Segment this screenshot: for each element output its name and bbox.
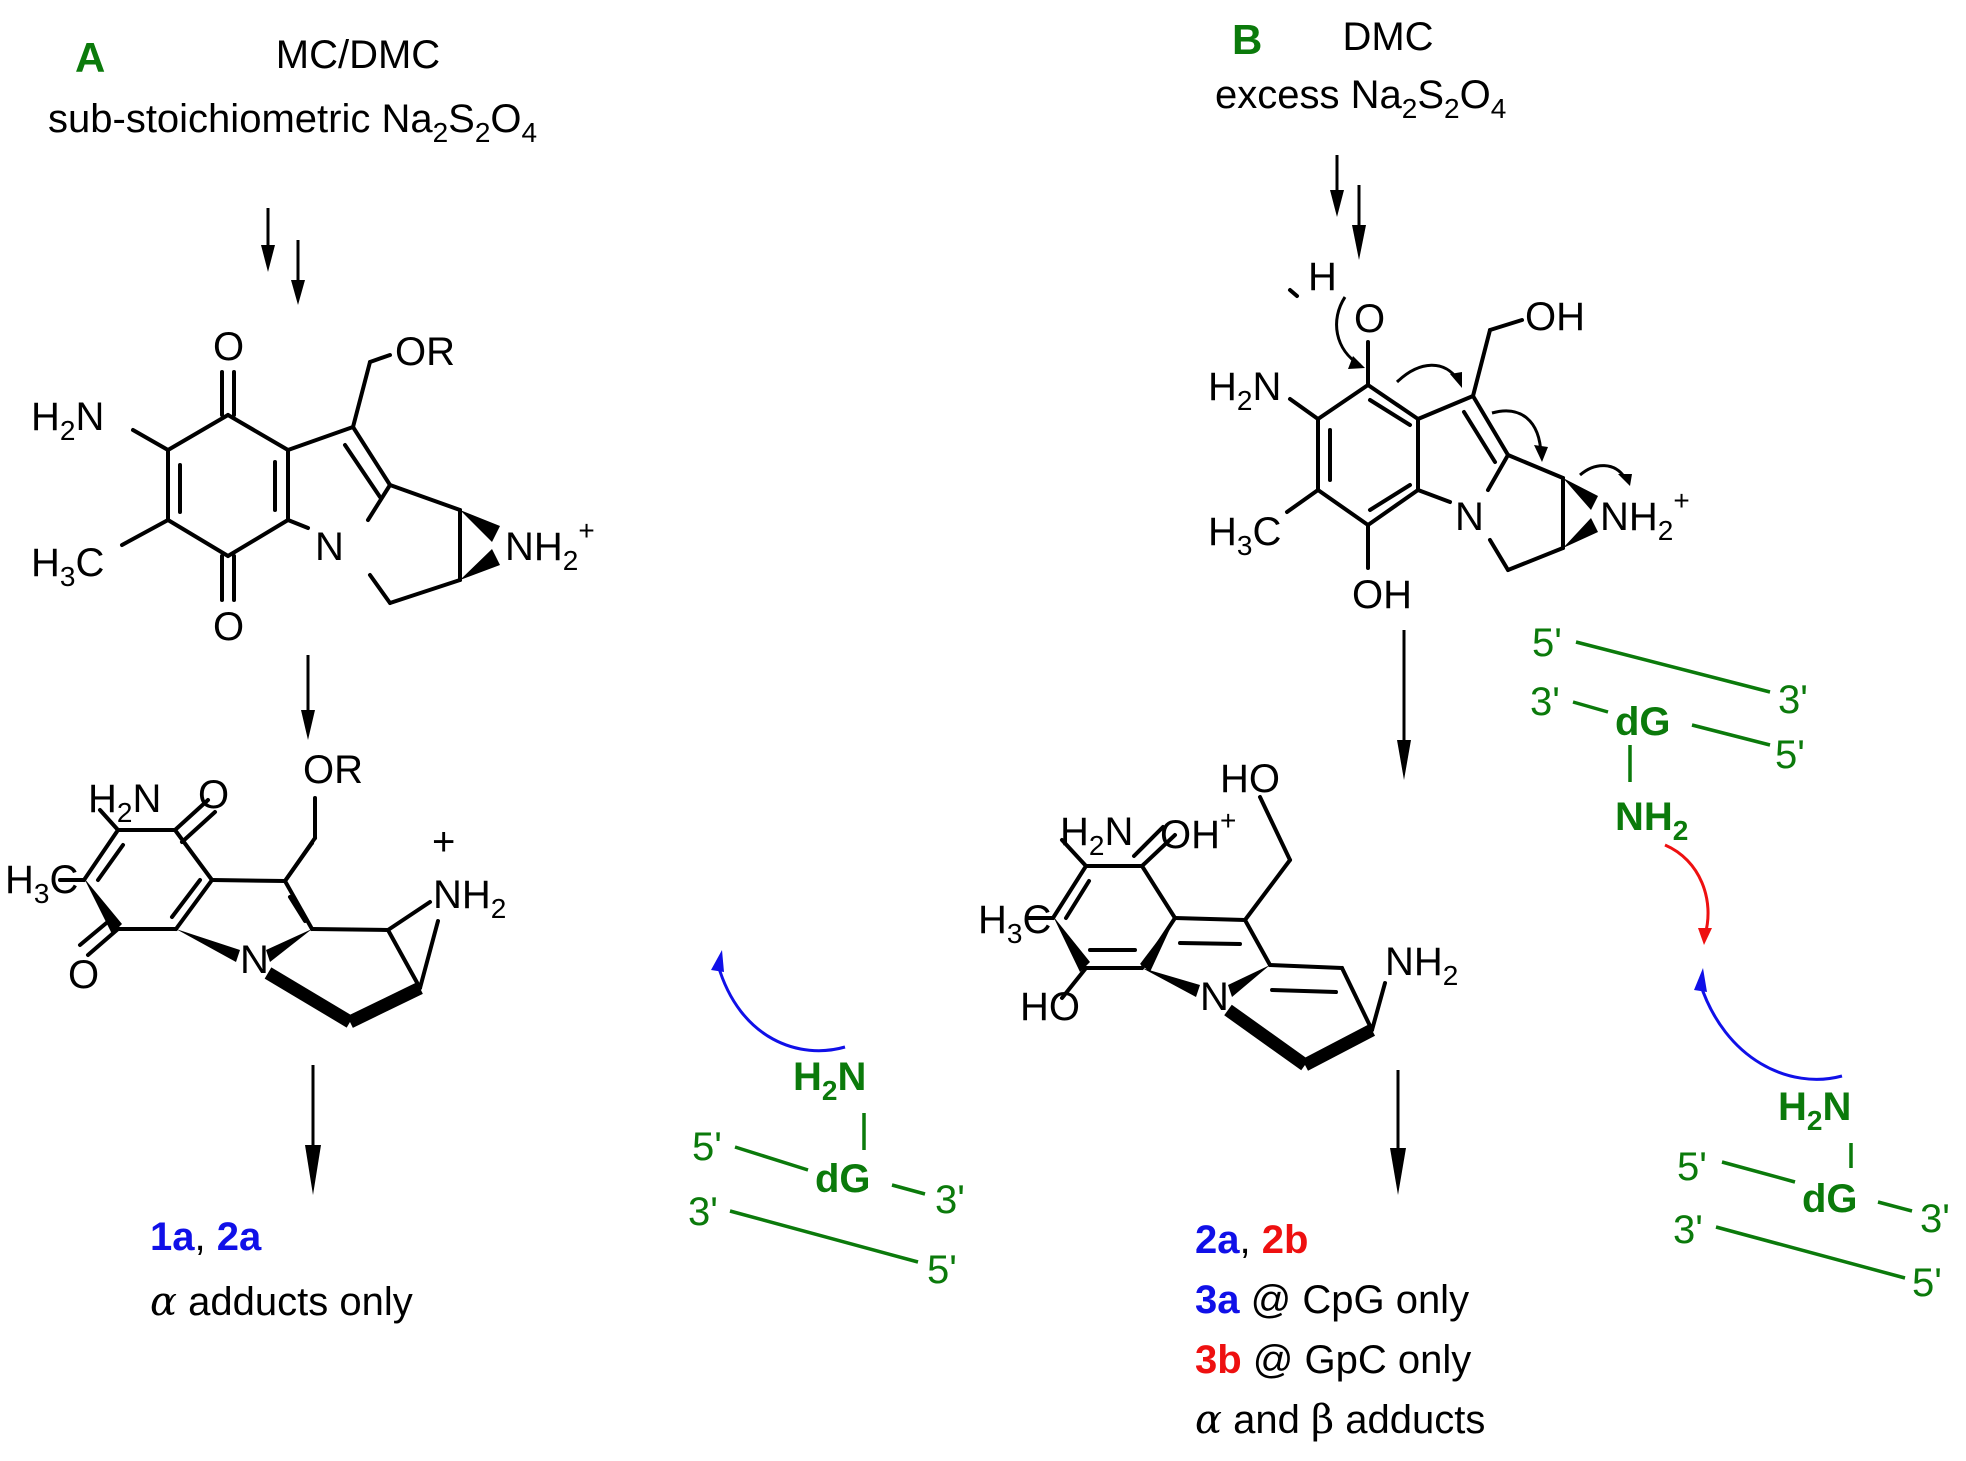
strand-end-3prime: 3' bbox=[935, 1178, 965, 1222]
strand-end-3prime: 3' bbox=[1673, 1208, 1703, 1252]
beta-attack-arrow bbox=[1664, 843, 1712, 945]
methyl-group: H3C bbox=[1208, 510, 1281, 561]
panel-a-reagent-line2: sub-stoichiometric Na2S2O4 bbox=[48, 97, 537, 148]
hydroxyl-group: OH bbox=[1352, 573, 1412, 617]
panel-a-reagent-line1: MC/DMC bbox=[276, 33, 440, 77]
strand-end-5prime: 5' bbox=[1775, 733, 1805, 777]
product-arrow-a bbox=[305, 1065, 321, 1195]
panel-b: B DMC excess Na2S2O4 bbox=[978, 15, 1950, 1443]
deoxyguanosine: dG bbox=[815, 1157, 871, 1201]
nitrogen-atom: N bbox=[240, 938, 269, 982]
strand-end-5prime: 5' bbox=[692, 1125, 722, 1169]
guanine-amino: H2N bbox=[1778, 1085, 1851, 1136]
strand-end-5prime: 5' bbox=[927, 1248, 957, 1292]
hydroquinone-structure: H O OH OH H2N H3C N NH2+ bbox=[1208, 255, 1690, 617]
reaction-arrow bbox=[301, 655, 315, 740]
oxygen-atom: O bbox=[1354, 297, 1385, 341]
guanine-amino: NH2 bbox=[1615, 795, 1688, 846]
quinone-methide-structure: H2N H3C O O OR N NH2 + bbox=[5, 748, 506, 1028]
nitrogen-atom: N bbox=[315, 525, 344, 569]
panel-a-label: A bbox=[75, 34, 105, 81]
strand-end-5prime: 5' bbox=[1677, 1145, 1707, 1189]
dna-duplex-b: H2N 5' dG 3' 3' 5' bbox=[1673, 1085, 1950, 1305]
nitrogen-atom: N bbox=[1200, 975, 1229, 1019]
positive-charge: + bbox=[432, 820, 455, 864]
amine-group: NH2 bbox=[433, 873, 506, 924]
guanine-amino: H2N bbox=[793, 1055, 866, 1106]
multistep-arrow-a bbox=[261, 208, 305, 305]
strand-end-3prime: 3' bbox=[688, 1190, 718, 1234]
carbonyl-oxygen: O bbox=[213, 325, 244, 369]
hydrogen-atom: H bbox=[1308, 255, 1337, 299]
product-3b-line: 3b @ GpC only bbox=[1195, 1338, 1471, 1382]
dna-duplex-a: H2N 5' dG 3' 3' 5' bbox=[688, 1055, 965, 1292]
alpha-attack-arrow-b bbox=[1694, 968, 1843, 1081]
alpha-attack-arrow bbox=[711, 950, 846, 1053]
methyl-group: H3C bbox=[5, 858, 78, 909]
hydroxymethyl-oh: HO bbox=[1220, 757, 1280, 801]
or-group: OR bbox=[395, 330, 455, 374]
hydroxymethyl-oh: OH bbox=[1525, 295, 1585, 339]
strand-end-3prime: 3' bbox=[1530, 680, 1560, 724]
amine-group: NH2 bbox=[1385, 940, 1458, 991]
mitomycin-quinone-structure: H2N H3C O O OR N NH2+ bbox=[31, 325, 595, 649]
amino-group: H2N bbox=[88, 777, 161, 828]
amino-group: H2N bbox=[1060, 810, 1133, 861]
product-arrow-b bbox=[1390, 1070, 1406, 1195]
products-b: 2a, 2b bbox=[1195, 1218, 1308, 1262]
quinone-methide-structure-b: HO OH+ H2N H3C HO N NH2 bbox=[978, 757, 1458, 1071]
products-b-note: α and β adducts bbox=[1195, 1397, 1485, 1443]
aziridinium-group: NH2+ bbox=[505, 515, 595, 576]
carbonyl-oxygen: O bbox=[198, 773, 229, 817]
panel-a: A MC/DMC sub-stoichiometric Na2S2O4 bbox=[5, 33, 965, 1325]
strand-end-5prime: 5' bbox=[1532, 621, 1562, 665]
multistep-arrow-b bbox=[1330, 155, 1366, 260]
strand-end-5prime: 5' bbox=[1912, 1261, 1942, 1305]
aziridinium-group: NH2+ bbox=[1600, 485, 1690, 546]
strand-end-3prime: 3' bbox=[1778, 678, 1808, 722]
hydroxyl-group: HO bbox=[1020, 985, 1080, 1029]
dna-duplex-b-top: 5' 3' 3' dG 5' NH2 bbox=[1530, 621, 1808, 846]
amino-group: H2N bbox=[31, 395, 104, 446]
reaction-arrow bbox=[1397, 630, 1411, 780]
methyl-group: H3C bbox=[31, 541, 104, 592]
products-a: 1a, 2a bbox=[150, 1215, 262, 1259]
strand-end-3prime: 3' bbox=[1920, 1197, 1950, 1241]
deoxyguanosine: dG bbox=[1615, 700, 1671, 744]
panel-b-reagent-line1: DMC bbox=[1342, 15, 1433, 59]
carbonyl-oxygen: O bbox=[68, 953, 99, 997]
panel-b-label: B bbox=[1232, 16, 1262, 63]
methyl-group: H3C bbox=[978, 898, 1051, 949]
or-group: OR bbox=[303, 748, 363, 792]
products-a-note: α adducts only bbox=[150, 1279, 413, 1325]
panel-b-reagent-line2: excess Na2S2O4 bbox=[1215, 73, 1506, 124]
nitrogen-atom: N bbox=[1455, 495, 1484, 539]
product-3a-line: 3a @ CpG only bbox=[1195, 1278, 1469, 1322]
amino-group: H2N bbox=[1208, 365, 1281, 416]
carbonyl-oxygen: O bbox=[213, 605, 244, 649]
protonated-carbonyl: OH+ bbox=[1160, 805, 1236, 857]
deoxyguanosine: dG bbox=[1802, 1177, 1858, 1221]
